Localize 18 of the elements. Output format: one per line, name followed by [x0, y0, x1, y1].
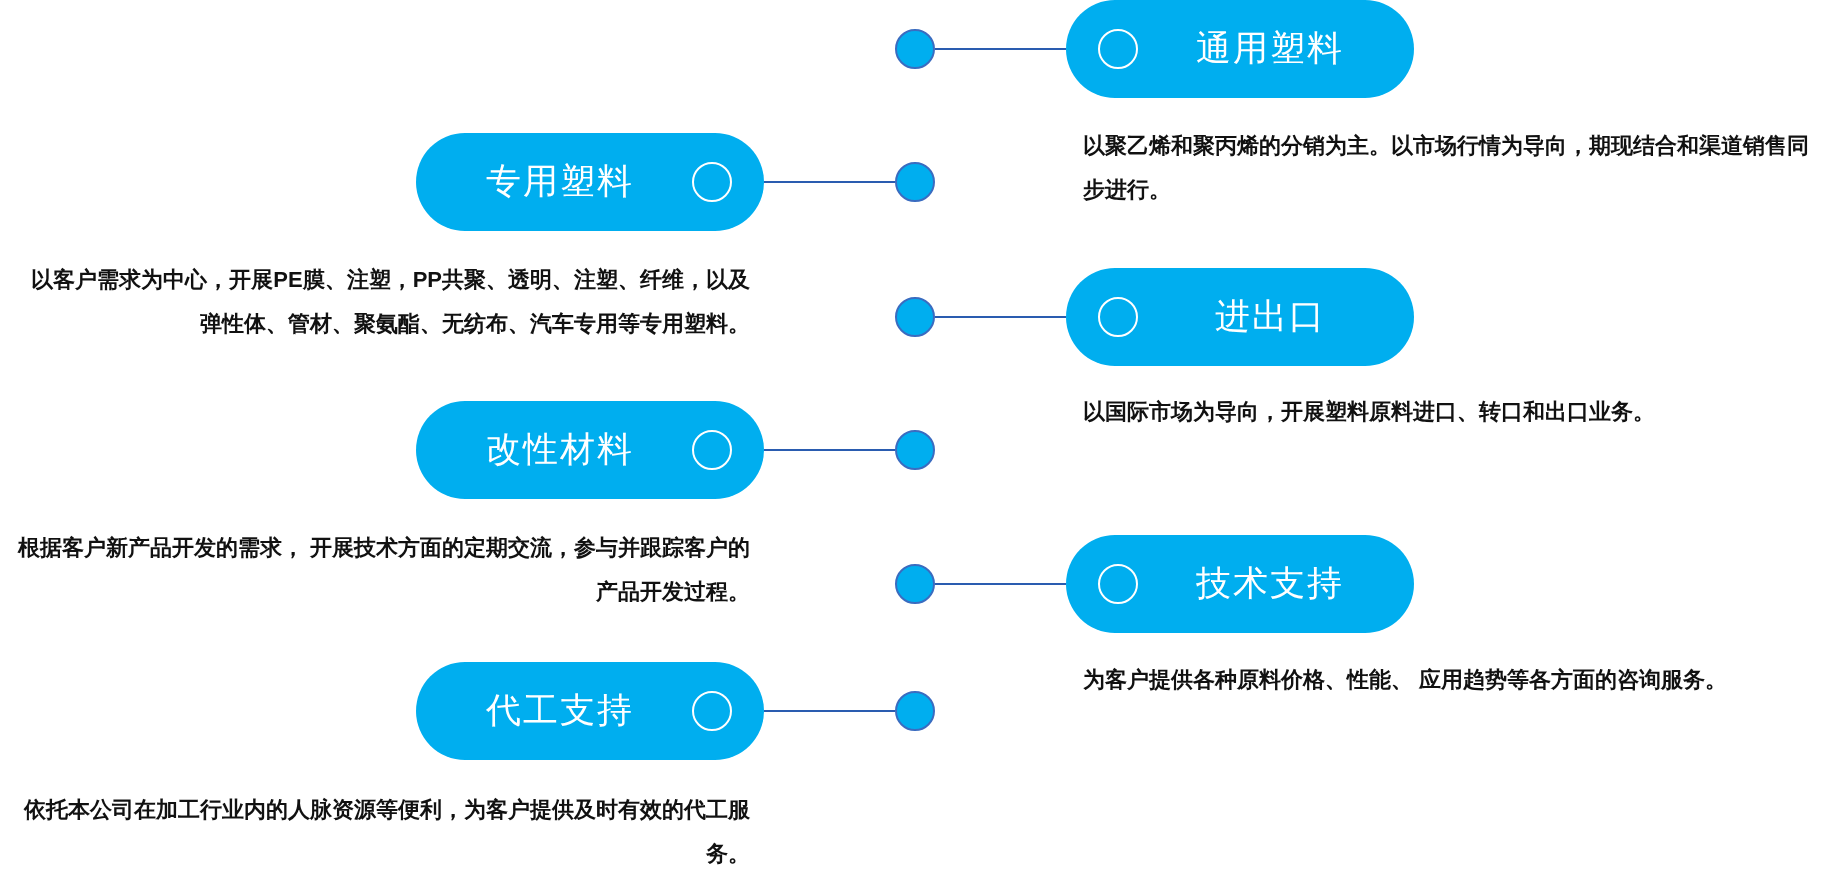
description-text: 为客户提供各种原料价格、性能、 应用趋势等各方面的咨询服务。 [1083, 666, 1729, 694]
category-title: 技术支持 [1196, 562, 1344, 605]
connector-line [934, 583, 1067, 585]
category-title: 专用塑料 [486, 160, 634, 203]
category-title: 进出口 [1214, 295, 1326, 338]
description-text: 依托本公司在加工行业内的人脉资源等便利，为客户提供及时有效的代工服务。 [22, 796, 750, 868]
connector-line [934, 316, 1067, 318]
description-text: 根据客户新产品开发的需求， 开展技术方面的定期交流，参与并跟踪客户的产品开发过程。 [16, 534, 750, 606]
description-text: 以聚乙烯和聚丙烯的分销为主。以市场行情为导向，期现结合和渠道销售同步进行。 [1083, 132, 1810, 204]
category-title: 代工支持 [486, 689, 634, 732]
connector-line [763, 449, 896, 451]
description-text: 以客户需求为中心，开展PE膜、注塑，PP共聚、透明、注塑、纤维，以及弹性体、管材、聚氨酯、无纺布、汽车专用等专用塑料。 [30, 266, 750, 338]
category-title: 通用塑料 [1196, 27, 1344, 70]
description-text: 以国际市场为导向，开展塑料原料进口、转口和出口业务。 [1083, 398, 1656, 426]
connector-line [763, 710, 896, 712]
connector-line [763, 181, 896, 183]
category-title: 改性材料 [486, 428, 634, 471]
connector-line [934, 48, 1067, 50]
